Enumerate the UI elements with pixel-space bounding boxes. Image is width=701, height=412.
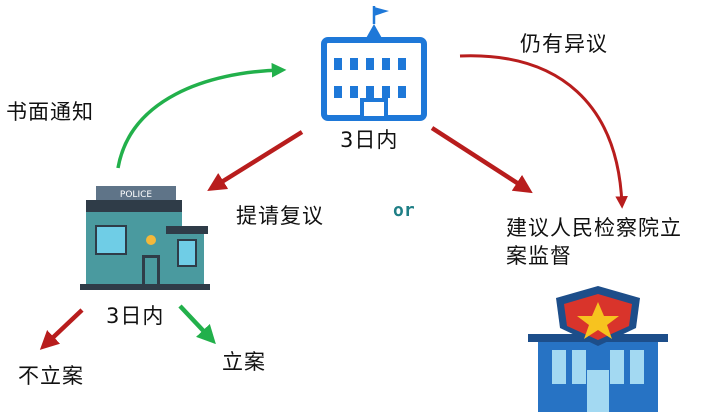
arrow-still-objection bbox=[459, 54, 628, 209]
filing-label: 立案 bbox=[222, 350, 266, 374]
suggest-supervision-label-line2: 案监督 bbox=[506, 244, 572, 268]
request-review-label: 提请复议 bbox=[236, 204, 324, 228]
arrow-request-review bbox=[207, 130, 304, 191]
police-station-icon bbox=[80, 186, 210, 290]
or-label: or bbox=[393, 200, 415, 221]
police-sign-text: POLICE bbox=[120, 190, 152, 200]
no-filing-label: 不立案 bbox=[18, 364, 84, 388]
court-timeframe-label: 3日内 bbox=[340, 128, 399, 152]
arrow-written-notice bbox=[116, 62, 287, 169]
arrow-suggest-supervision bbox=[430, 126, 533, 194]
suggest-supervision-label-line1: 建议人民检察院立 bbox=[506, 216, 682, 240]
arrow-no-filing bbox=[39, 308, 84, 350]
procuratorate-building-icon bbox=[528, 286, 668, 412]
arrow-filing bbox=[178, 304, 216, 345]
government-building-icon bbox=[321, 6, 427, 121]
police-timeframe-label: 3日内 bbox=[106, 304, 165, 328]
written-notice-label: 书面通知 bbox=[6, 100, 94, 124]
still-objection-label: 仍有异议 bbox=[520, 32, 608, 56]
